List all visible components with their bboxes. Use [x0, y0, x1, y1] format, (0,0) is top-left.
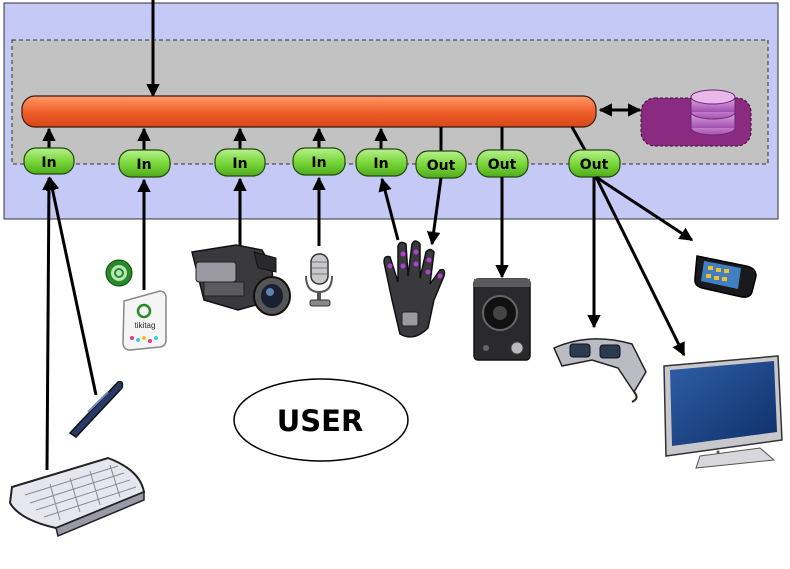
microphone-icon [305, 253, 333, 307]
user-node [233, 378, 409, 462]
port-in-1: In [23, 147, 75, 175]
smartphone-icon [694, 255, 757, 298]
video-camera-icon [191, 244, 291, 316]
port-in-4: In [292, 147, 346, 176]
port-label: In [136, 157, 151, 173]
port-label: Out [427, 158, 456, 174]
monitor-icon [663, 355, 783, 469]
port-label: Out [580, 157, 609, 173]
port-out-3: Out [568, 149, 621, 178]
port-out-2: Out [476, 149, 529, 178]
port-label: Out [488, 157, 517, 173]
port-label: In [41, 155, 56, 171]
speaker-icon [473, 278, 531, 361]
port-label: In [311, 155, 326, 171]
video-glasses-icon [553, 338, 647, 403]
tikitag-rfid-reader-icon: tikitag [105, 259, 167, 351]
database-icon [640, 89, 752, 147]
port-in-3: In [214, 148, 266, 177]
data-glove-icon [383, 240, 446, 338]
port-label: In [232, 156, 247, 172]
central-bus [21, 95, 597, 128]
port-out-1: Out [415, 150, 467, 179]
port-bus-arrows [42, 126, 587, 151]
keyboard-icon [8, 456, 146, 538]
device-arrows [42, 175, 694, 471]
port-in-2: In [118, 149, 171, 178]
port-label: In [373, 156, 388, 172]
user-label: USER [277, 404, 364, 438]
tikitag-logo-text: tikitag [135, 321, 156, 330]
digital-pen-icon [68, 380, 124, 438]
port-in-5: In [355, 148, 408, 177]
